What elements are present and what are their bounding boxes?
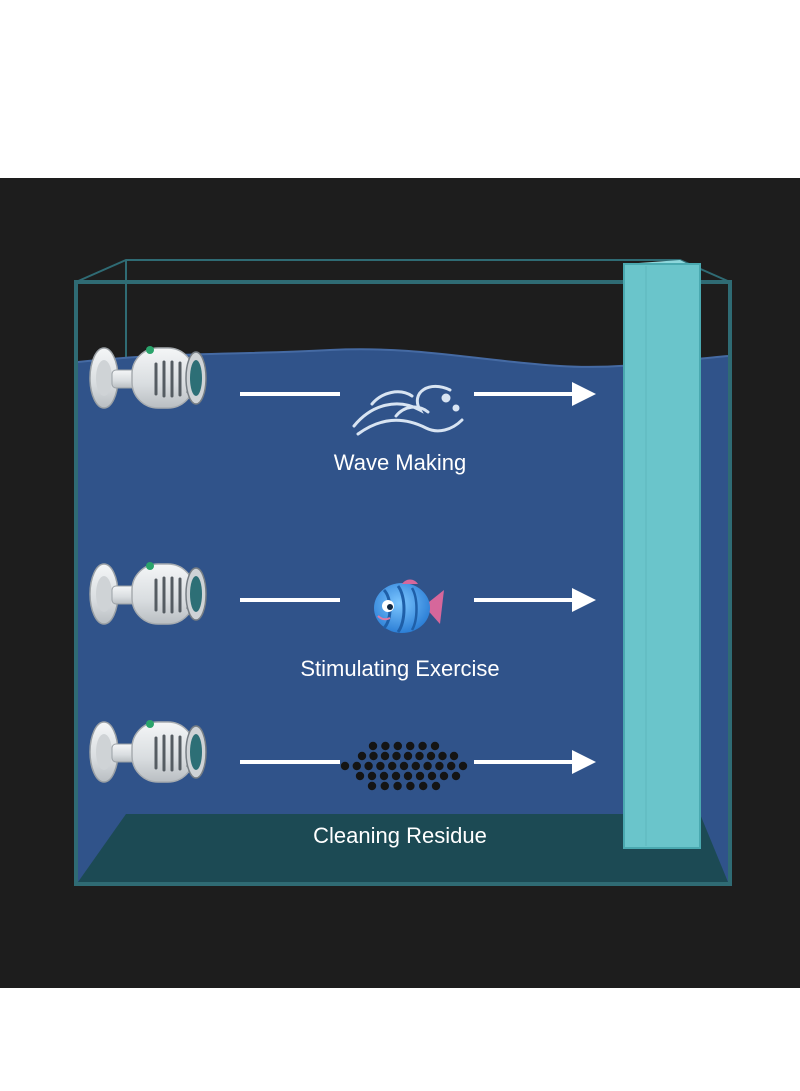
debris-particle [381, 741, 390, 751]
debris-particle [406, 781, 415, 791]
debris-particle [439, 771, 449, 781]
wave-making-label: Wave Making [333, 450, 467, 475]
debris-particle [427, 771, 437, 781]
debris-particle [423, 761, 432, 771]
debris-particle [340, 761, 350, 771]
debris-particle [431, 781, 441, 791]
debris-particle [449, 751, 459, 761]
debris-particle [426, 751, 436, 761]
tank-front-edges [74, 280, 732, 886]
stimulating-exercise-label: Stimulating Exercise [300, 656, 500, 681]
debris-particle [379, 771, 389, 781]
debris-particle [438, 751, 447, 761]
debris-particle [393, 741, 402, 751]
debris-particle [376, 761, 385, 771]
debris-particle [367, 781, 377, 791]
debris-particle [406, 741, 415, 751]
debris-particle [399, 761, 409, 771]
debris-particle [369, 751, 378, 761]
debris-particle [388, 761, 397, 771]
debris-particle [391, 771, 401, 781]
ocean-wave-icon [352, 384, 464, 436]
debris-particle [403, 771, 413, 781]
debris-particle [364, 761, 373, 771]
fish-icon [374, 579, 444, 633]
tank-floor [78, 814, 728, 882]
debris-particle [451, 771, 461, 781]
cleaning-residue-label: Cleaning Residue [313, 823, 487, 848]
debris-particle [415, 751, 424, 761]
debris-particle [418, 741, 427, 751]
debris-particle [368, 741, 378, 751]
debris-particle [411, 761, 420, 771]
debris-particles-icon [340, 741, 468, 791]
debris-particle [357, 751, 367, 761]
debris-particle [415, 771, 425, 781]
debris-particle [352, 761, 361, 771]
debris-particle [419, 781, 428, 791]
side-panel [623, 260, 701, 849]
debris-particle [447, 761, 456, 771]
debris-particle [392, 751, 401, 761]
debris-particle [435, 761, 444, 771]
debris-particle [380, 781, 389, 791]
debris-particle [367, 771, 377, 781]
debris-particle [380, 751, 390, 761]
debris-particle [430, 741, 440, 751]
debris-particle [403, 751, 413, 761]
debris-particle [393, 781, 402, 791]
debris-particle [458, 761, 468, 771]
debris-particle [355, 771, 365, 781]
